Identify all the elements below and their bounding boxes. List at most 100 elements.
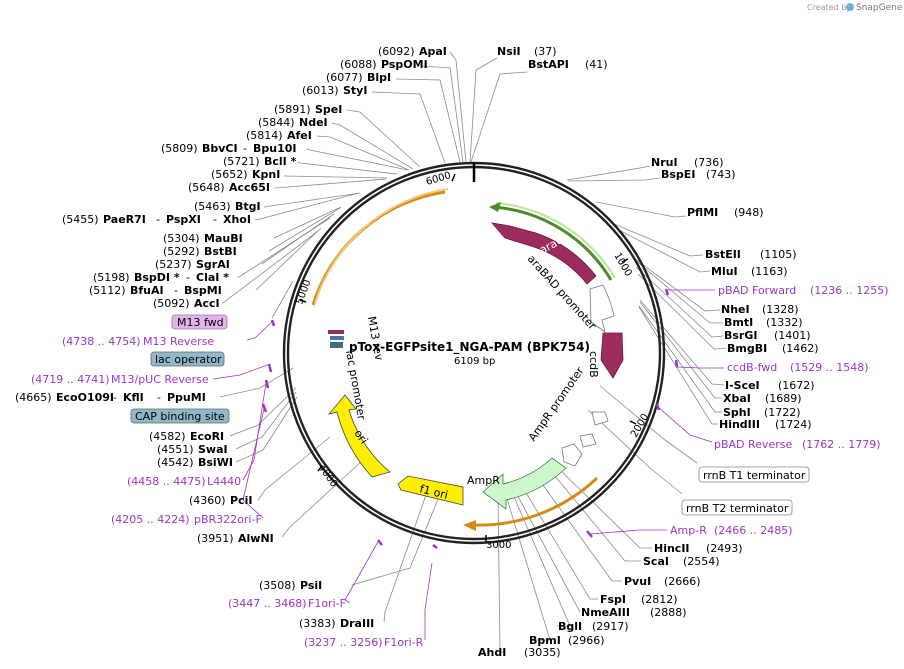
primer-pbad-forward-name: pBAD Forward bbox=[718, 284, 796, 297]
rrnb-t1-feature bbox=[591, 411, 609, 426]
orf-arc-5000-6000-halo bbox=[314, 188, 449, 304]
enzyme-acc65i: Acc65I bbox=[229, 181, 270, 194]
arac-feature bbox=[490, 222, 597, 285]
enzyme-maubi: MauBI bbox=[204, 232, 243, 245]
enzyme-ecori: EcoRI bbox=[190, 430, 224, 443]
ampr-label: AmpR bbox=[467, 474, 500, 487]
orf-arc-ampr bbox=[471, 476, 599, 527]
enzyme-sgrai: SgrAI bbox=[196, 258, 230, 271]
svg-text:(736): (736) bbox=[694, 156, 724, 169]
enzyme-ahdi: AhdI bbox=[478, 646, 506, 659]
primer-pbr322ori-name: pBR322ori-F bbox=[194, 513, 262, 526]
svg-text:-: - bbox=[174, 284, 178, 297]
svg-text:(4551): (4551) bbox=[157, 443, 194, 456]
lac-operator-box bbox=[150, 351, 225, 367]
svg-text:(4542): (4542) bbox=[157, 456, 194, 469]
primer-f1ori-f-name: F1ori-F bbox=[308, 597, 346, 610]
svg-text:-: - bbox=[156, 213, 160, 226]
tick-3000-label: 3000 bbox=[486, 540, 511, 551]
enzyme-bspei: BspEI bbox=[661, 168, 695, 181]
primer-f1ori-f-range: (3447 .. 3468) bbox=[228, 597, 307, 610]
primer-ticks bbox=[261, 288, 679, 549]
svg-text:(5652): (5652) bbox=[211, 168, 248, 181]
enzyme-nhei: NheI bbox=[721, 303, 750, 316]
enzyme-draiii: DraIII bbox=[340, 617, 374, 630]
enzyme-bfuai: BfuAI bbox=[130, 284, 164, 297]
enzyme-pvui: PvuI bbox=[624, 575, 651, 588]
svg-text:(1163): (1163) bbox=[751, 265, 788, 278]
svg-text:(5809): (5809) bbox=[161, 142, 198, 155]
svg-text:-: - bbox=[113, 391, 117, 404]
primer-m13-puc-reverse-name: M13/pUC Reverse bbox=[111, 373, 209, 386]
primer-l4440-name: L4440 bbox=[207, 475, 241, 488]
primer-ccdb-fwd-name: ccdB-fwd bbox=[727, 361, 777, 374]
enzyme-bsiwi: BsiWI bbox=[198, 456, 233, 469]
enzyme-bpu10i: Bpu10I bbox=[253, 142, 297, 155]
ccdb-label: ccdB bbox=[587, 351, 600, 378]
primer-pbad-forward-range: (1236 .. 1255) bbox=[810, 284, 889, 297]
enzyme-bmgbi: BmgBI bbox=[727, 342, 767, 355]
enzyme-kfli: KflI bbox=[123, 391, 144, 404]
enzyme-blpi: BlpI bbox=[367, 71, 391, 84]
orf-arc-arac-halo bbox=[495, 202, 616, 279]
svg-text:(2666): (2666) bbox=[664, 575, 701, 588]
svg-text:(1401): (1401) bbox=[774, 329, 811, 342]
svg-text:(2966): (2966) bbox=[568, 634, 605, 647]
enzyme-bstapi: BstAPI bbox=[528, 58, 569, 71]
svg-text:(1722): (1722) bbox=[764, 406, 801, 419]
m13-fwd-label: M13 fwd bbox=[177, 316, 224, 329]
svg-text:(4665): (4665) bbox=[15, 391, 52, 404]
created-by-text: Created by bbox=[807, 3, 851, 12]
m13-rev-label: M13 rev bbox=[365, 315, 386, 362]
ccdb-feature bbox=[600, 332, 624, 379]
snapgene-brand-text: SnapGene bbox=[856, 3, 903, 13]
enzyme-nsii: NsiI bbox=[497, 45, 521, 58]
lac-small-feature-3 bbox=[330, 342, 343, 348]
svg-text:(5292): (5292) bbox=[163, 245, 200, 258]
enzyme-mlui: MluI bbox=[711, 265, 738, 278]
svg-text:(743): (743) bbox=[706, 168, 736, 181]
svg-text:(6013): (6013) bbox=[302, 84, 339, 97]
primer-ccdb-fwd-range: (1529 .. 1548) bbox=[790, 361, 869, 374]
svg-text:(4582): (4582) bbox=[149, 430, 186, 443]
enzyme-pflmi: PflMI bbox=[687, 206, 718, 219]
ampr-feature bbox=[482, 457, 567, 510]
svg-text:(5198): (5198) bbox=[93, 271, 130, 284]
enzyme-paer7i: PaeR7I bbox=[103, 213, 146, 226]
svg-text:(1332): (1332) bbox=[766, 316, 803, 329]
enzyme-styi: StyI bbox=[343, 84, 367, 97]
orf-arc-arac bbox=[492, 205, 613, 281]
primer-l4440-range: (4458 .. 4475) bbox=[127, 475, 206, 488]
enzyme-xhoi: XhoI bbox=[223, 213, 251, 226]
enzyme-hincii: HincII bbox=[654, 542, 690, 555]
enzyme-pspomi: PspOMI bbox=[381, 58, 428, 71]
svg-text:(1724): (1724) bbox=[775, 418, 812, 431]
enzyme-bgli: BglI bbox=[558, 620, 582, 633]
enzyme-fspi: FspI bbox=[600, 593, 626, 606]
svg-text:-: - bbox=[157, 391, 161, 404]
enzyme-apai: ApaI bbox=[419, 45, 447, 58]
svg-text:(2812): (2812) bbox=[641, 593, 678, 606]
svg-text:(5463): (5463) bbox=[194, 200, 231, 213]
orf-arc-5000-6000 bbox=[311, 190, 446, 306]
primer-f1ori-r-name: F1ori-R bbox=[384, 636, 424, 649]
svg-text:(948): (948) bbox=[734, 206, 764, 219]
svg-text:(2888): (2888) bbox=[650, 606, 687, 619]
svg-text:(5814): (5814) bbox=[246, 129, 283, 142]
enzyme-psii: PsiI bbox=[300, 579, 322, 592]
svg-text:-: - bbox=[243, 142, 247, 155]
primer-m13-puc-reverse-range: (4719 .. 4741) bbox=[31, 373, 110, 386]
cap-site-box bbox=[130, 408, 230, 424]
enzyme-kpni: KpnI bbox=[252, 168, 280, 181]
enzyme-btgi: BtgI bbox=[235, 200, 261, 213]
svg-text:(4360): (4360) bbox=[189, 494, 226, 507]
enzyme-ppumi: PpuMI bbox=[167, 391, 206, 404]
primer-amp-r-name: Amp-R bbox=[670, 524, 707, 537]
svg-text:(1672): (1672) bbox=[778, 379, 815, 392]
svg-text:(1689): (1689) bbox=[765, 392, 802, 405]
enzyme-nmeaiii: NmeAIII bbox=[581, 606, 630, 619]
enzyme-eco0109i: EcoO109I bbox=[56, 391, 114, 404]
rrnb-t1-label: rrnB T1 terminator bbox=[703, 469, 806, 482]
svg-text:(5092): (5092) bbox=[153, 297, 190, 310]
